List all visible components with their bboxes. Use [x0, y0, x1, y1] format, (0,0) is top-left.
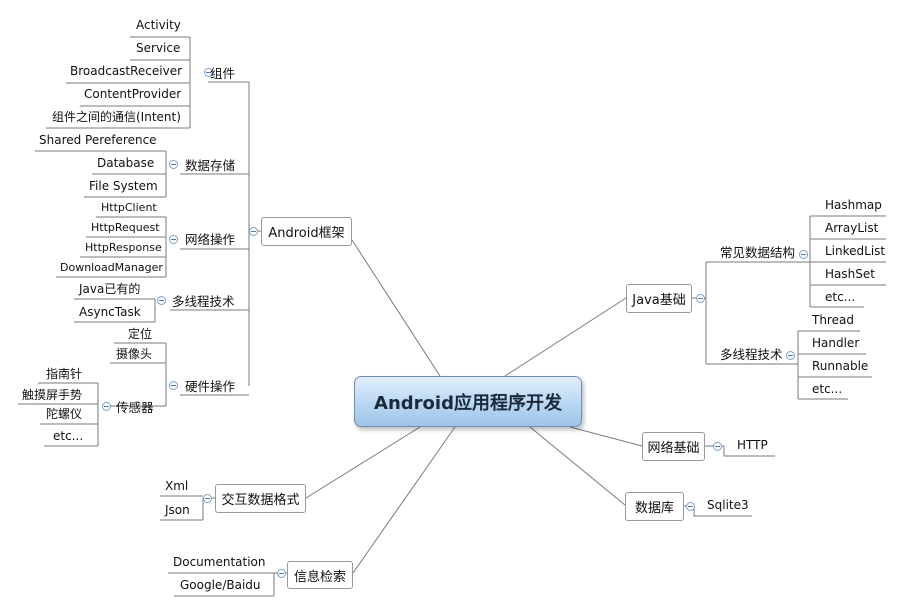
leaf-java-builtin[interactable]: Java已有的	[79, 282, 141, 296]
collapse-toggle-data-structures[interactable]	[799, 250, 808, 259]
leaf-sensors-etc[interactable]: etc...	[53, 429, 84, 443]
leaf-thread[interactable]: Thread	[812, 313, 854, 327]
connector-android-framework	[351, 239, 441, 377]
leaf-service[interactable]: Service	[136, 41, 181, 55]
leaf-ds-etc[interactable]: etc...	[825, 290, 856, 304]
collapse-toggle-java-threading[interactable]	[786, 351, 795, 360]
connector-java-basics	[504, 297, 627, 377]
leaf-database[interactable]: Database	[97, 156, 155, 170]
leaf-location[interactable]: 定位	[128, 327, 153, 341]
leaf-gyroscope[interactable]: 陀螺仪	[46, 407, 83, 421]
collapse-toggle-data-formats[interactable]	[203, 494, 212, 503]
collapse-toggle-threading[interactable]	[157, 296, 166, 305]
leaf-downloadmanager[interactable]: DownloadManager	[60, 261, 163, 274]
collapse-toggle-network-basics[interactable]	[713, 442, 722, 451]
leaf-http[interactable]: HTTP	[737, 438, 768, 452]
leaf-hashset[interactable]: HashSet	[825, 267, 875, 281]
leaf-compass[interactable]: 指南针	[46, 367, 83, 381]
leaf-activity[interactable]: Activity	[136, 18, 181, 32]
leaf-xml[interactable]: Xml	[165, 479, 189, 493]
leaf-asynctask[interactable]: AsyncTask	[79, 305, 141, 319]
connector-info-search	[352, 426, 456, 574]
collapse-toggle-database[interactable]	[686, 502, 695, 511]
leaf-shared-preference[interactable]: Shared Pereference	[39, 133, 157, 147]
topic-info-search[interactable]: 信息检索	[287, 561, 353, 589]
collapse-toggle-storage[interactable]	[169, 160, 178, 169]
category-threading[interactable]: 多线程技术	[172, 294, 235, 309]
leaf-touch-gesture[interactable]: 触摸屏手势	[22, 388, 83, 402]
topic-java-basics[interactable]: Java基础	[626, 284, 692, 313]
category-network[interactable]: 网络操作	[185, 232, 236, 247]
leaf-contentprovider[interactable]: ContentProvider	[84, 87, 182, 101]
topic-network-basics[interactable]: 网络基础	[642, 432, 705, 461]
leaf-google-baidu[interactable]: Google/Baidu	[180, 578, 261, 592]
collapse-toggle-android-framework[interactable]	[249, 227, 258, 236]
collapse-toggle-network[interactable]	[169, 235, 178, 244]
central-topic[interactable]: Android应用程序开发	[354, 376, 582, 427]
category-hardware[interactable]: 硬件操作	[185, 379, 236, 394]
leaf-linkedlist[interactable]: LinkedList	[825, 244, 886, 258]
collapse-toggle-sensors[interactable]	[102, 402, 111, 411]
leaf-arraylist[interactable]: ArrayList	[825, 221, 879, 235]
category-java-threading[interactable]: 多线程技术	[720, 347, 783, 362]
topic-database[interactable]: 数据库	[625, 492, 684, 521]
connector-data-formats	[305, 426, 421, 499]
category-storage[interactable]: 数据存储	[185, 158, 236, 173]
leaf-hashmap[interactable]: Hashmap	[825, 198, 882, 212]
category-components[interactable]: 组件	[210, 66, 236, 81]
leaf-httpresponse[interactable]: HttpResponse	[85, 241, 162, 254]
category-sensors[interactable]: 传感器	[116, 400, 154, 415]
connector-database	[529, 426, 626, 506]
collapse-toggle-info-search[interactable]	[277, 569, 286, 578]
leaf-broadcastreceiver[interactable]: BroadcastReceiver	[70, 64, 183, 78]
leaf-file-system[interactable]: File System	[89, 179, 158, 193]
leaf-documentation[interactable]: Documentation	[173, 555, 266, 569]
collapse-toggle-hardware[interactable]	[169, 381, 178, 390]
collapse-toggle-java-basics[interactable]	[696, 294, 705, 303]
topic-android-framework[interactable]: Android框架	[261, 217, 352, 246]
leaf-intent[interactable]: 组件之间的通信(Intent)	[52, 110, 181, 124]
leaf-sqlite3[interactable]: Sqlite3	[707, 498, 749, 512]
leaf-threading-etc[interactable]: etc...	[812, 382, 843, 396]
leaf-httpclient[interactable]: HttpClient	[101, 201, 157, 214]
leaf-runnable[interactable]: Runnable	[812, 359, 869, 373]
leaf-json[interactable]: Json	[165, 503, 190, 517]
leaf-camera[interactable]: 摄像头	[116, 347, 153, 361]
leaf-httprequest[interactable]: HttpRequest	[91, 221, 160, 234]
leaf-handler[interactable]: Handler	[812, 336, 860, 350]
category-data-structures[interactable]: 常见数据结构	[720, 245, 796, 260]
connector-network-basics	[569, 426, 643, 447]
collapse-toggle-components[interactable]	[204, 68, 213, 77]
topic-data-formats[interactable]: 交互数据格式	[215, 484, 306, 513]
